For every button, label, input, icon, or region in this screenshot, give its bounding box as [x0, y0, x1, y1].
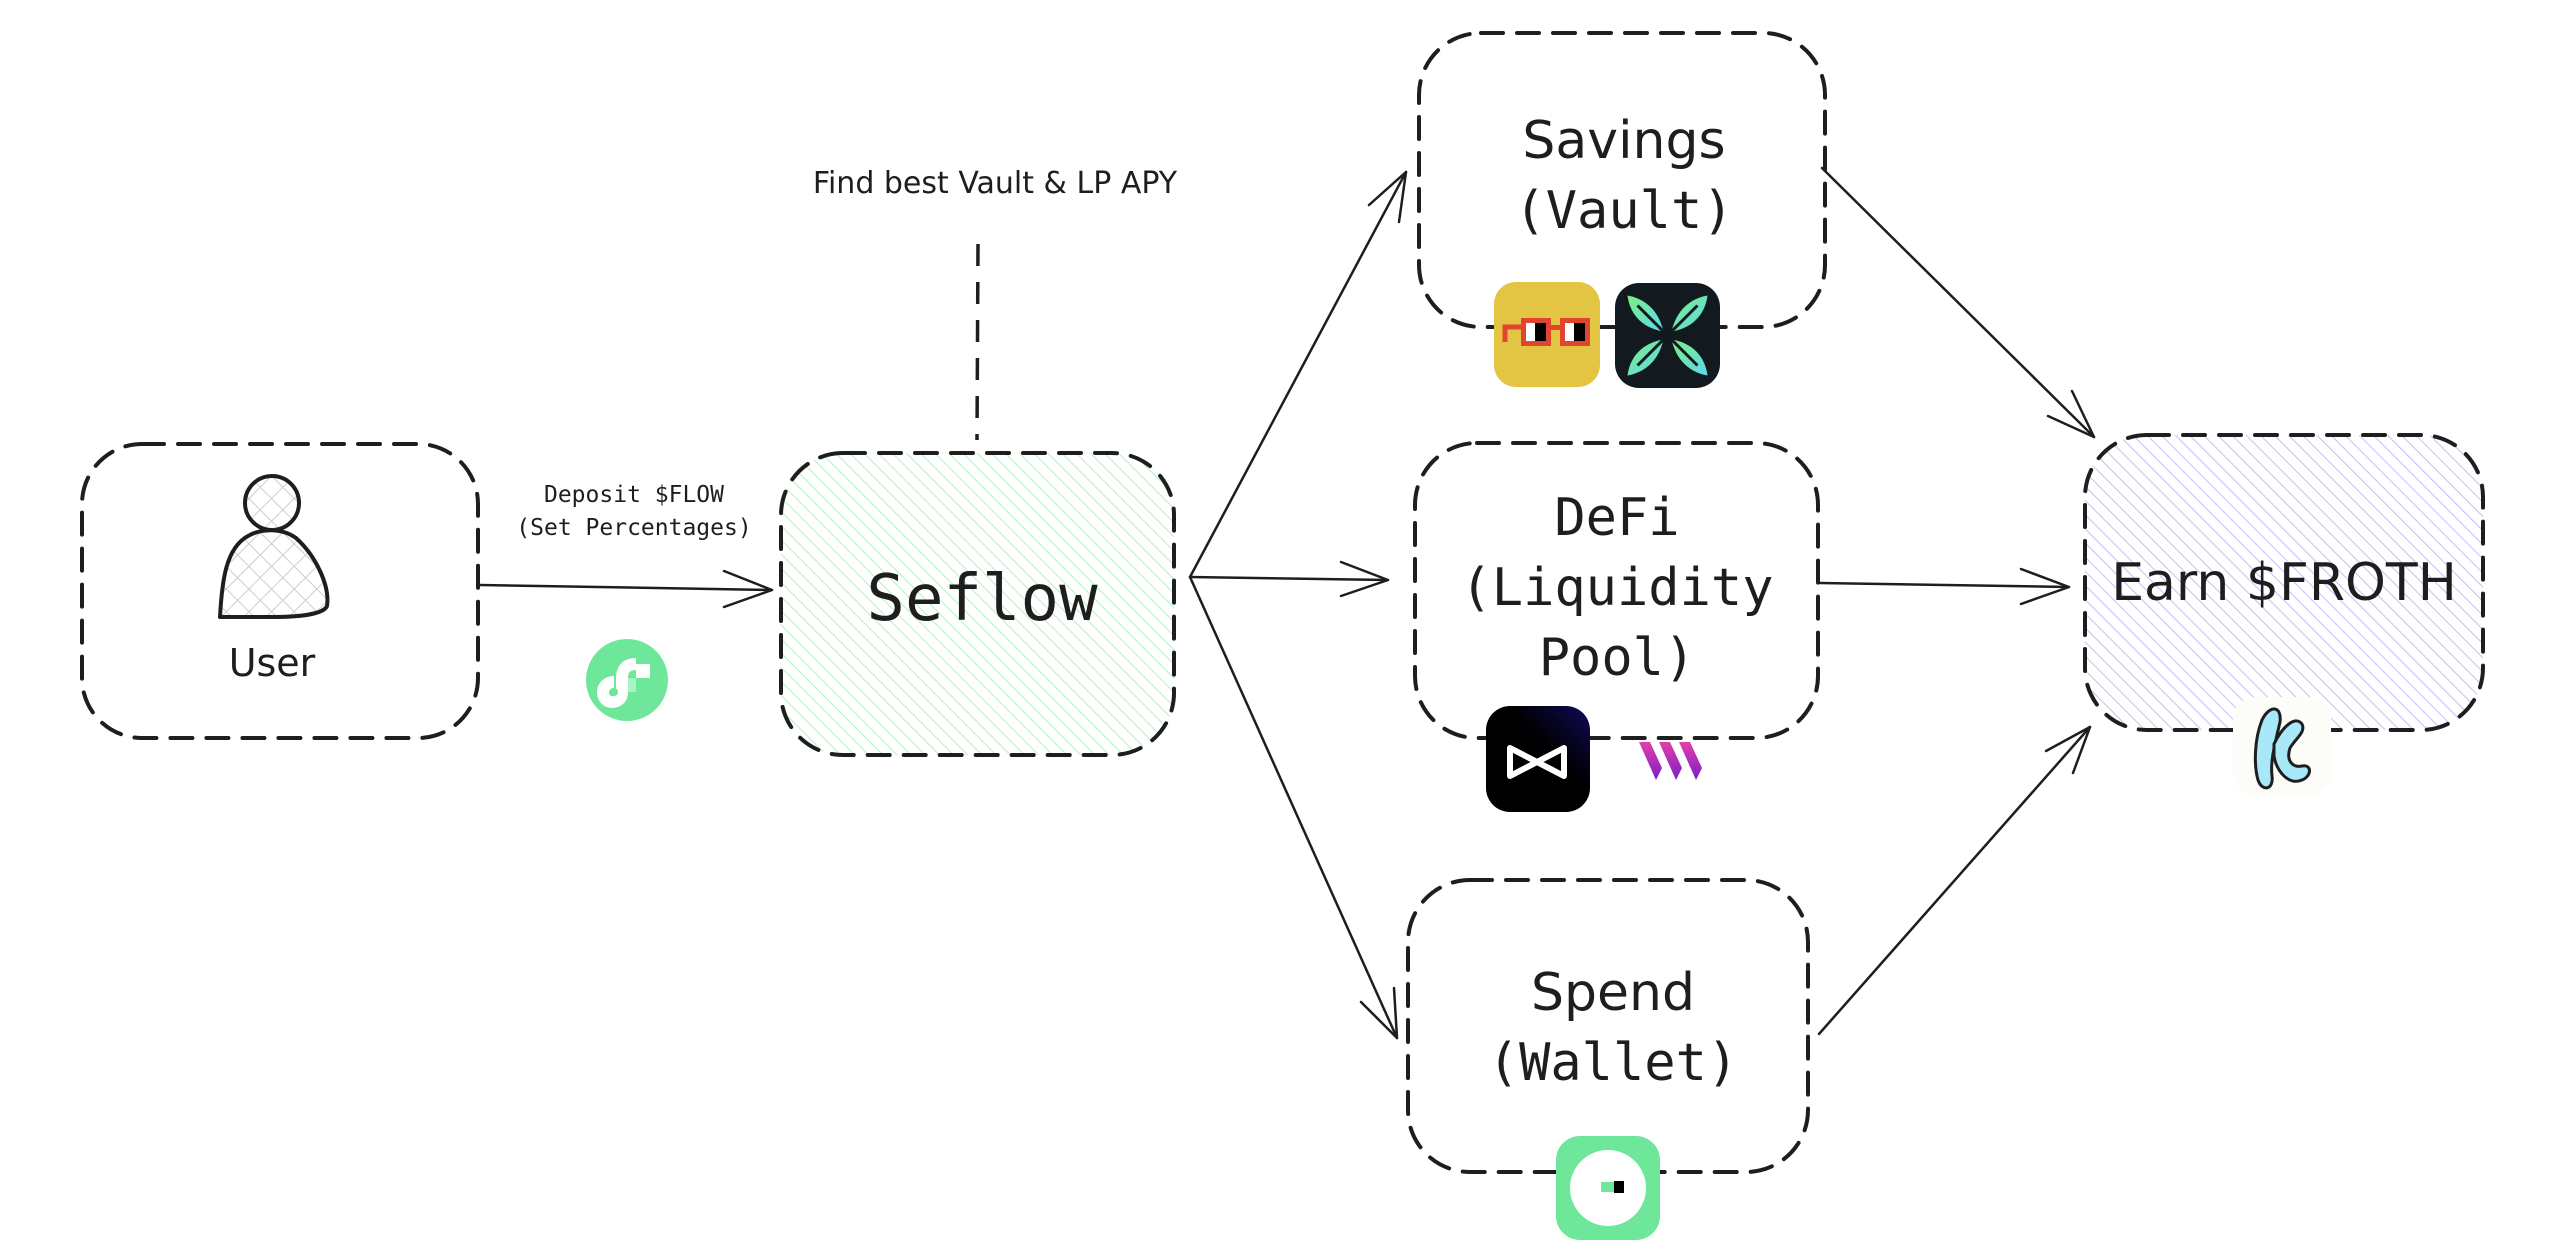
- seflow-label: Seflow: [866, 562, 1098, 636]
- edge-line: [1188, 170, 1408, 579]
- edge-line: [1820, 166, 2096, 439]
- defi-sublabel-2: Pool): [1539, 628, 1696, 688]
- arrowhead: [1359, 986, 1399, 1040]
- defi-label: DeFi: [1554, 488, 1679, 548]
- glasses-vault-icon: [1494, 282, 1600, 387]
- annotation-label: Find best Vault & LP APY: [813, 166, 1178, 201]
- wallet-ring-icon: [1556, 1136, 1660, 1240]
- deposit-label: Deposit $FLOW: [544, 482, 724, 508]
- leaf-x-icon: [1615, 283, 1720, 388]
- triple-w-icon: [1639, 742, 1702, 780]
- seflow-fill: [781, 453, 1174, 755]
- seflow-box[interactable]: [779, 451, 1176, 757]
- edge-seflow-to-defi: [1188, 560, 1390, 598]
- arrowhead: [722, 569, 774, 609]
- annotation-find-apy: Find best Vault & LP APY: [813, 166, 1178, 441]
- arrowhead: [2046, 389, 2096, 439]
- set-percentages-label: (Set Percentages): [516, 515, 751, 541]
- edge-user-seflow-line: [478, 583, 774, 592]
- node-spend[interactable]: Spend (Wallet): [1406, 878, 1810, 1240]
- savings-box[interactable]: [1417, 31, 1827, 329]
- spend-label: Spend: [1531, 963, 1695, 1023]
- savings-sublabel: (Vault): [1514, 181, 1733, 241]
- node-defi[interactable]: DeFi (Liquidity Pool): [1413, 441, 1820, 812]
- infinity-dex-icon: [1486, 706, 1590, 812]
- edge-spend-to-earn: [1817, 725, 2092, 1036]
- earn-fill: [2085, 435, 2483, 730]
- earn-label: Earn $FROTH: [2111, 553, 2457, 613]
- user-label: User: [229, 641, 316, 685]
- person-icon: [218, 474, 330, 619]
- flow-token-icon: [586, 639, 668, 721]
- arrowhead: [2019, 567, 2071, 606]
- spend-sublabel: (Wallet): [1488, 1033, 1738, 1093]
- defi-sublabel-1: (Liquidity: [1460, 558, 1773, 618]
- arrowhead: [2044, 725, 2092, 775]
- savings-label: Savings: [1522, 111, 1725, 171]
- edge-defi-to-earn: [1818, 567, 2071, 606]
- annotation-connector: [975, 243, 980, 441]
- edge-savings-to-earn: [1820, 166, 2096, 439]
- edge-seflow-to-savings: [1188, 170, 1408, 579]
- node-user[interactable]: User: [80, 442, 480, 740]
- edge-line: [1817, 725, 2092, 1036]
- node-earn[interactable]: Earn $FROTH: [2083, 433, 2485, 795]
- edge-seflow-to-spend: [1188, 575, 1399, 1040]
- spend-box[interactable]: [1406, 878, 1810, 1174]
- froth-k-icon: [2233, 697, 2331, 795]
- edge-line: [1818, 581, 2071, 589]
- node-seflow[interactable]: Seflow: [779, 451, 1176, 757]
- edge-line: [1188, 575, 1399, 1040]
- arrowhead: [1339, 560, 1390, 598]
- edge-user-to-seflow: Deposit $FLOW (Set Percentages): [478, 482, 774, 721]
- arrowhead: [1367, 170, 1408, 224]
- node-savings[interactable]: Savings (Vault): [1417, 31, 1827, 388]
- user-box[interactable]: [80, 442, 480, 740]
- edge-line: [1188, 575, 1390, 582]
